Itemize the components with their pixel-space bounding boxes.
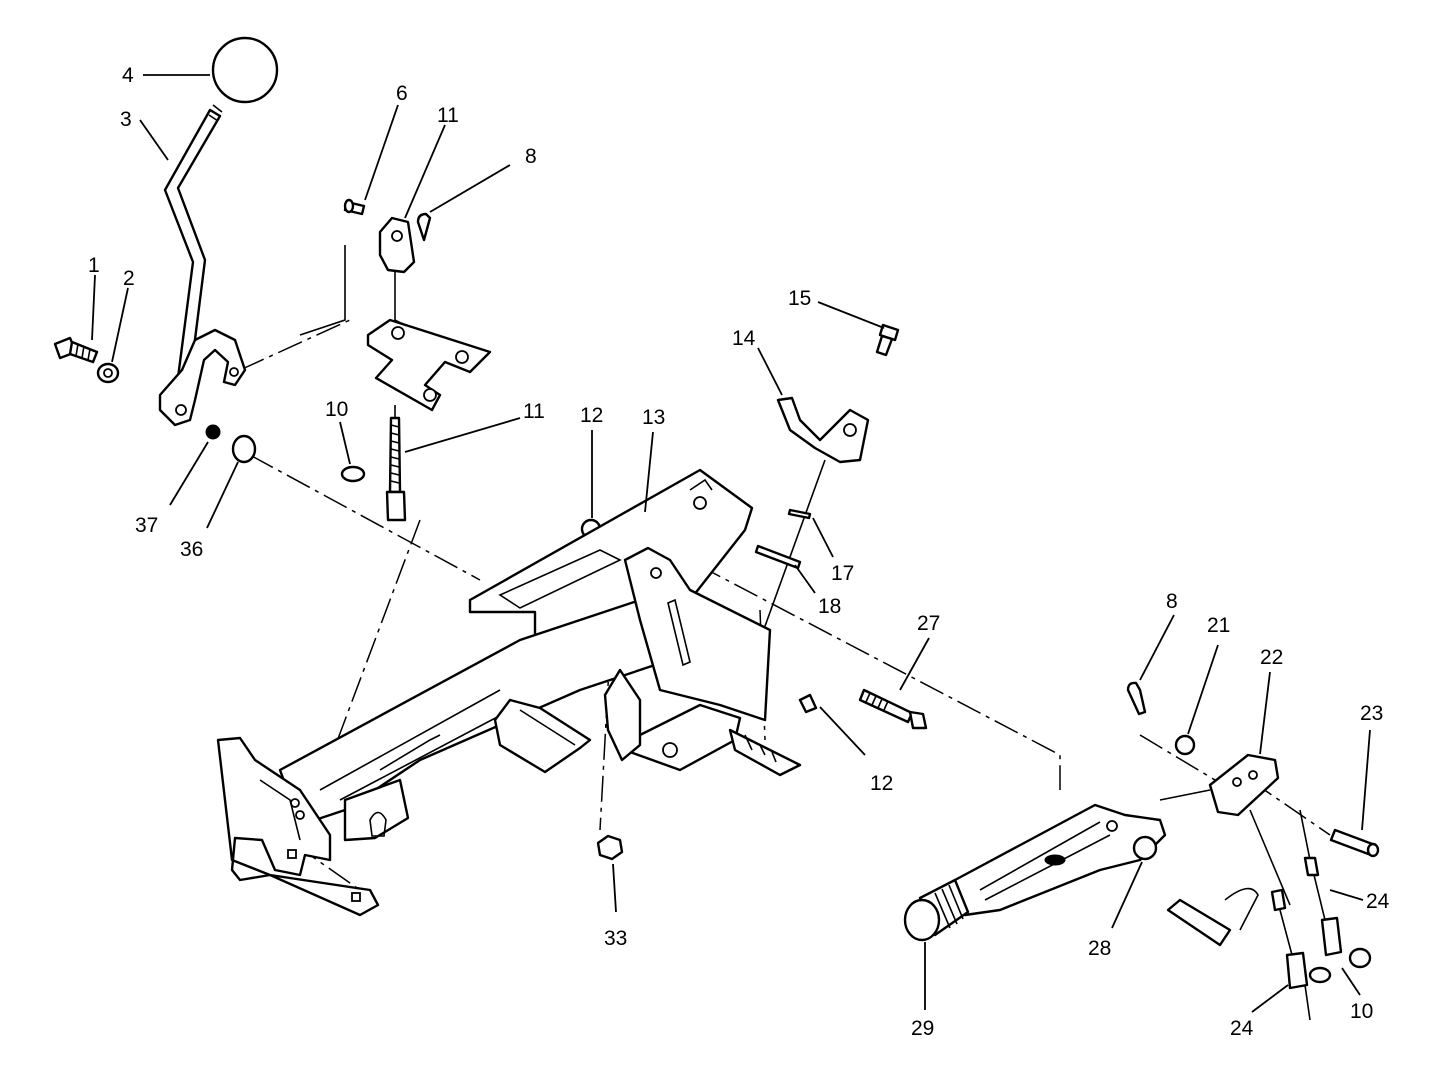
callout-1: 1 [88,254,100,277]
callout-37: 37 [135,514,158,537]
spring-clip-10 [340,465,366,483]
handle-arm-28 [953,803,1167,917]
bracket-plate [366,318,492,412]
callout-36: 36 [180,538,203,561]
callout-12b: 12 [870,772,893,795]
cotter-pin-8 [416,212,432,242]
callout-12: 12 [580,404,603,427]
nut-37 [205,424,221,440]
washer-36 [231,434,257,464]
callout-27: 27 [917,612,940,635]
callout-24b: 24 [1230,1017,1254,1040]
bracket-14 [776,396,870,464]
callout-21: 21 [1207,614,1230,637]
link-22 [1208,753,1280,817]
rod-24b [1270,888,1309,990]
callout-labels: 1 2 3 4 6 11 8 15 14 10 11 12 13 37 36 1… [88,64,1390,1040]
callout-14: 14 [732,327,756,350]
callout-33: 33 [604,927,627,950]
callout-29: 29 [911,1017,934,1040]
spring-clip-10c [1348,947,1372,969]
callout-3: 3 [120,108,132,131]
threaded-rod-11 [385,416,407,522]
callout-22: 22 [1260,646,1283,669]
rod-24a [1303,856,1343,957]
shift-lever [158,108,247,427]
set-screw-12 [798,693,818,714]
cotter-pin-8b [1126,681,1147,716]
callout-6: 6 [396,82,408,105]
callout-23: 23 [1360,702,1383,725]
callout-18: 18 [818,595,841,618]
spring-clip-10b [1308,966,1332,984]
callout-24: 24 [1366,890,1390,913]
callout-2: 2 [123,267,135,290]
washer-21 [1174,734,1196,756]
bolt-27 [858,688,928,730]
hand-grip-29 [903,878,970,942]
main-frame [216,468,802,917]
pin-23 [1329,828,1380,858]
callout-17: 17 [831,562,854,585]
bracket-small [1166,887,1259,947]
lever-knob [208,36,279,122]
clevis-pin-6 [343,198,366,216]
callout-4: 4 [122,64,134,87]
callout-10b: 10 [1350,1000,1373,1023]
callout-15: 15 [788,287,811,310]
callout-11b: 11 [523,400,545,423]
callout-10: 10 [325,398,348,421]
bolt-1 [53,336,99,364]
callout-11: 11 [437,104,459,127]
callout-8b: 8 [1166,590,1178,613]
clevis-11 [378,216,416,274]
callout-28: 28 [1088,937,1111,960]
callout-8: 8 [525,145,537,168]
leader-lines [91,74,1371,1013]
bolt-15 [875,323,900,357]
pin-17 [787,508,812,520]
nut-33 [596,834,624,861]
callout-13: 13 [642,406,665,429]
